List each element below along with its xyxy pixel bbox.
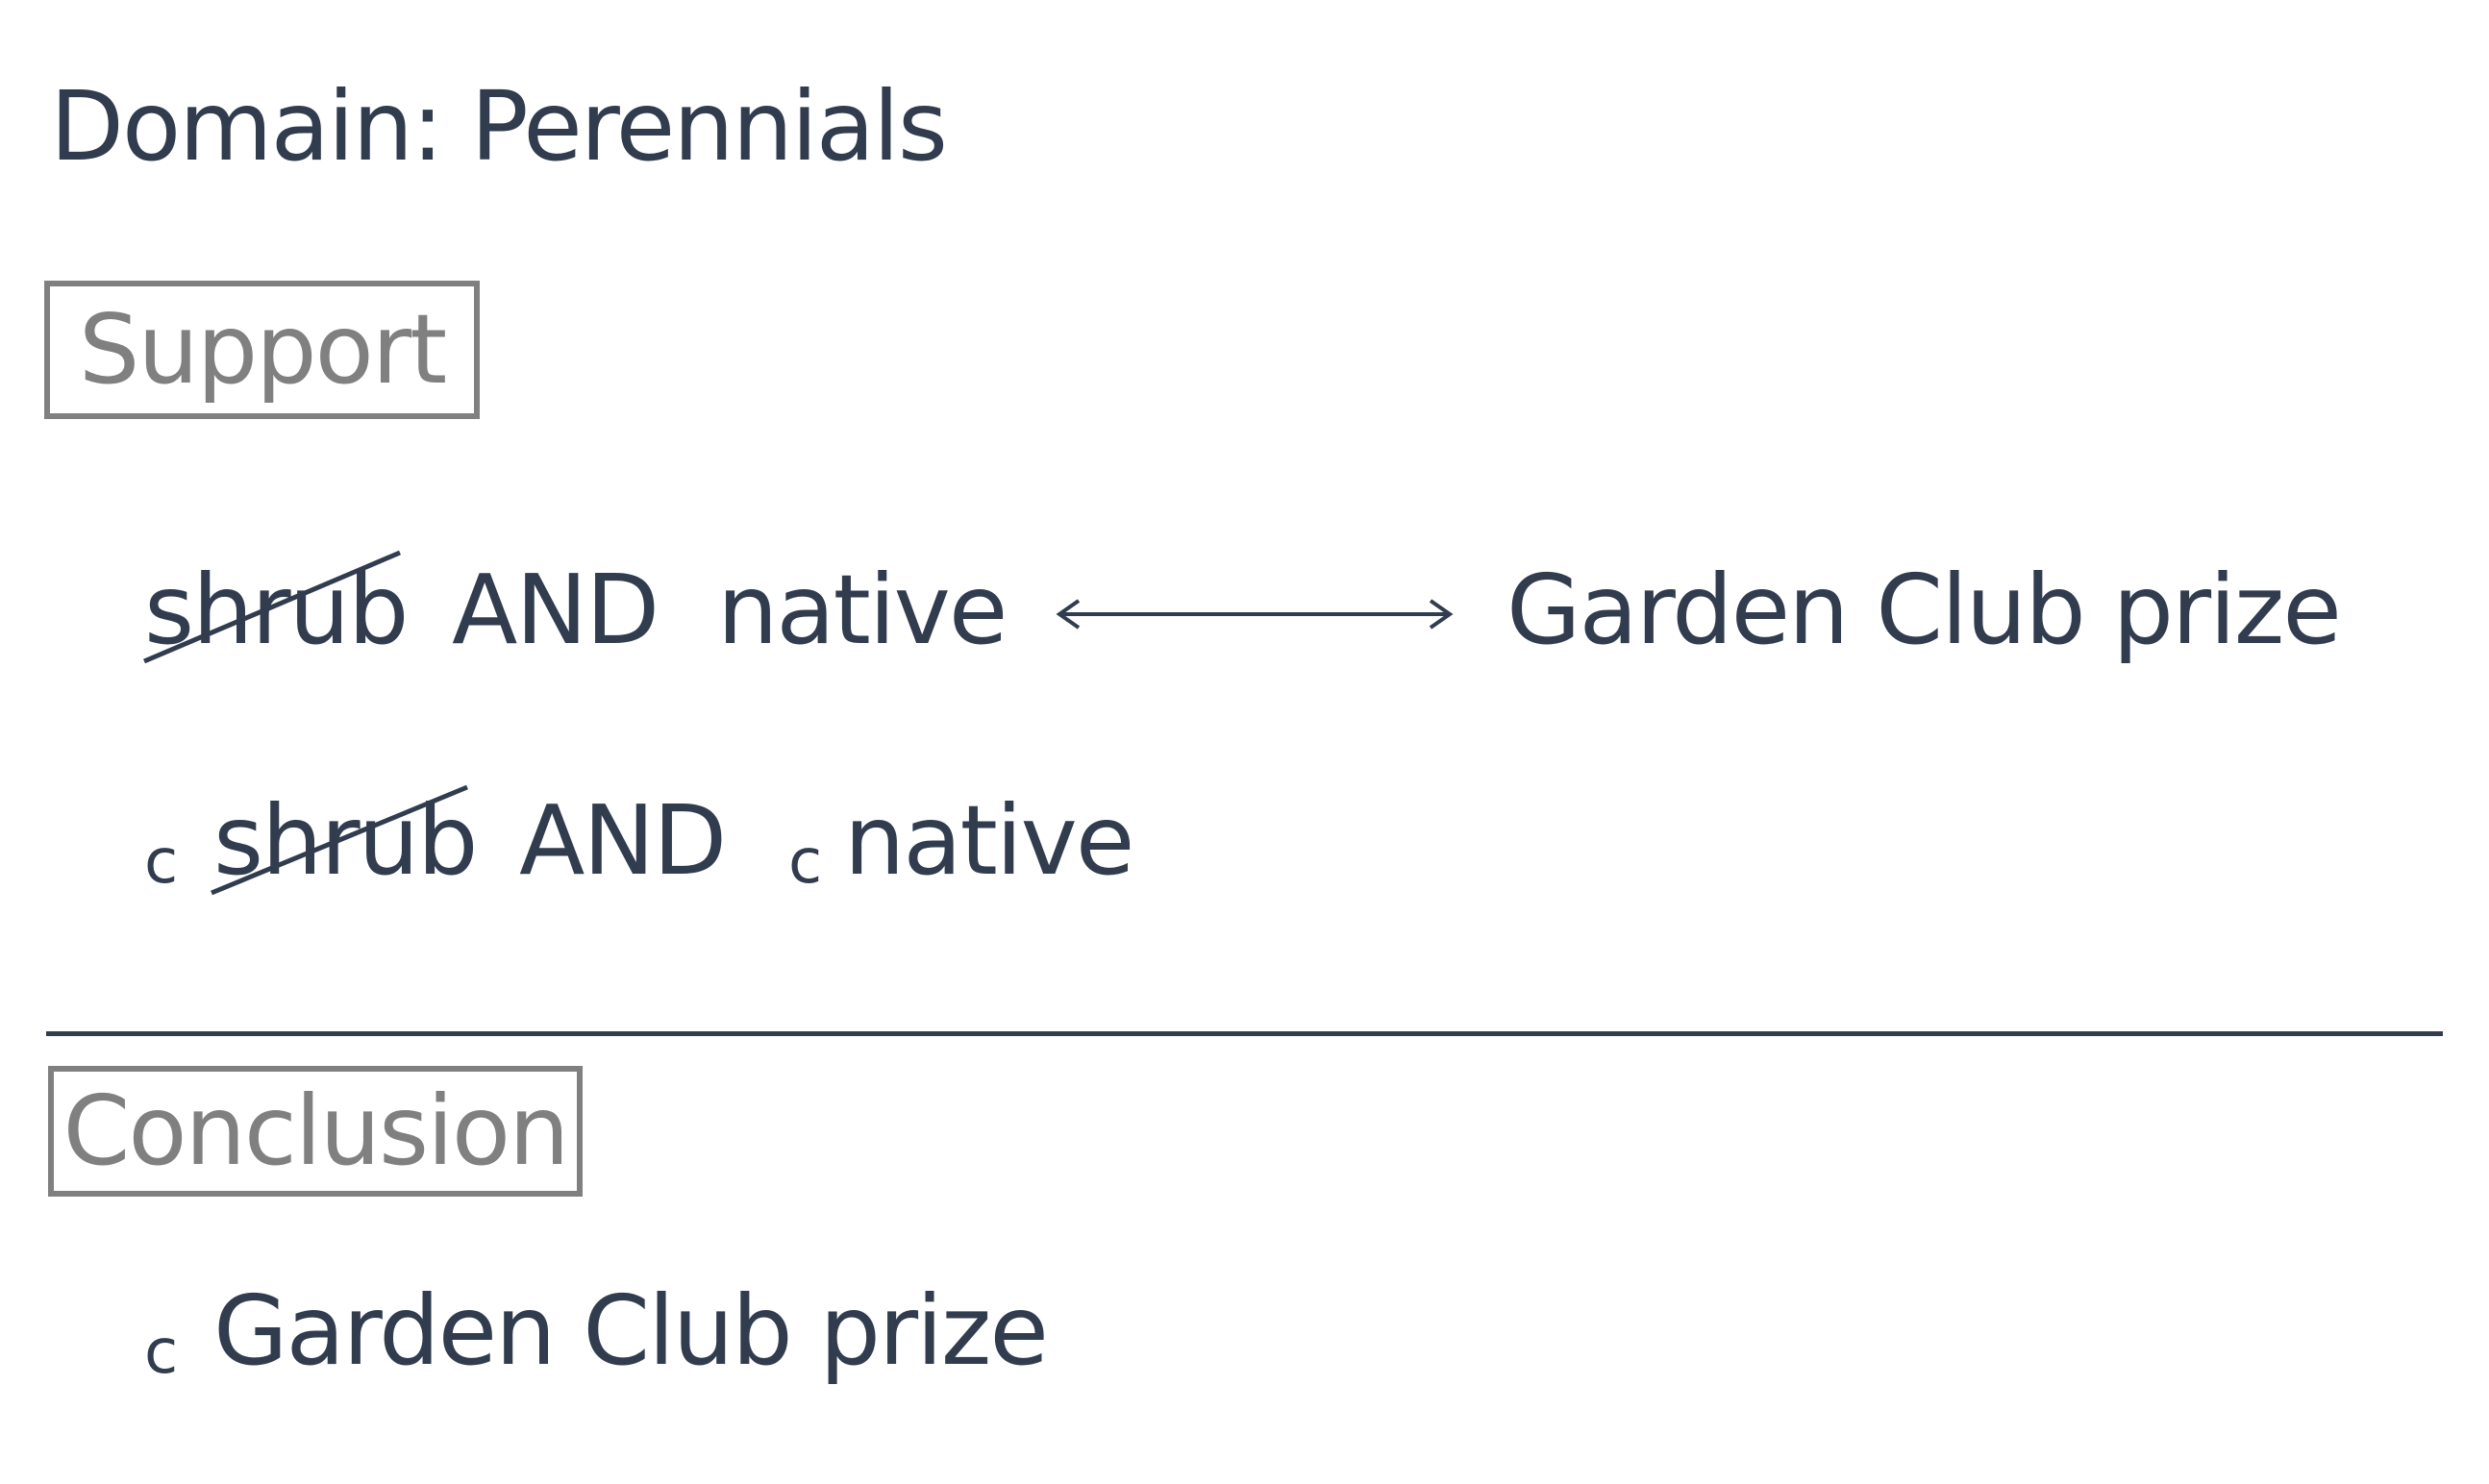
strikethrough-mark bbox=[143, 550, 401, 664]
support-rule-1: shrub AND native Garden Club prize bbox=[0, 550, 2489, 668]
conclusion-complement-prefix: c bbox=[144, 1317, 178, 1388]
strikethrough-mark bbox=[211, 784, 468, 896]
support-label-box: Support bbox=[44, 281, 480, 419]
rule2-connective-and: AND bbox=[519, 784, 727, 897]
rule1-term-native: native bbox=[717, 554, 1008, 666]
conclusion-label-box: Conclusion bbox=[48, 1066, 583, 1197]
rule2-complement-prefix-2: c bbox=[788, 827, 822, 898]
rule1-term-garden-club-prize: Garden Club prize bbox=[1506, 554, 2342, 666]
support-label: Support bbox=[78, 293, 447, 406]
rule1-connective-and: AND bbox=[452, 554, 660, 666]
rule2-complement-prefix-1: c bbox=[144, 827, 178, 898]
conclusion-term-garden-club-prize: Garden Club prize bbox=[213, 1274, 1049, 1387]
biconditional-arrow-icon bbox=[1056, 599, 1454, 630]
support-conclusion-divider bbox=[46, 1031, 2443, 1036]
conclusion-label: Conclusion bbox=[62, 1075, 570, 1187]
page-title: Domain: Perennials bbox=[50, 70, 948, 183]
rule2-term-native: native bbox=[844, 784, 1134, 897]
support-rule-2: c shrub AND c native bbox=[0, 784, 2489, 899]
conclusion-statement: c Garden Club prize bbox=[0, 1283, 2489, 1389]
